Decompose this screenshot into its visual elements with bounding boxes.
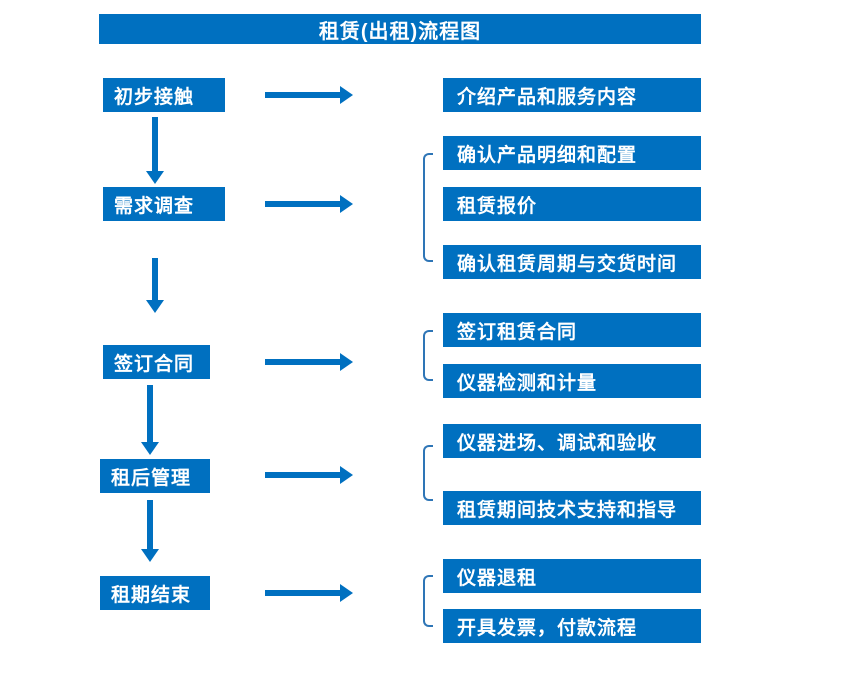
- arrow-shaft: [265, 590, 342, 596]
- detail-box-confirm-lease-period-delivery: 确认租赁周期与交货时间: [443, 245, 701, 279]
- step-box-post-rental-management: 租后管理: [100, 459, 210, 493]
- arrow-shaft: [152, 117, 158, 173]
- arrow-shaft: [147, 500, 153, 551]
- detail-box-rental-quote: 租赁报价: [443, 187, 701, 221]
- detail-box-instrument-entry-debug-acceptance: 仪器进场、调试和验收: [443, 424, 701, 458]
- arrow-head: [340, 353, 353, 371]
- detail-box-confirm-product-details: 确认产品明细和配置: [443, 136, 701, 170]
- arrow-shaft: [152, 258, 158, 302]
- arrow-down-icon-1: [146, 117, 164, 184]
- arrow-shaft: [265, 359, 342, 365]
- arrow-right-icon-5: [265, 584, 353, 602]
- arrow-right-icon-4: [265, 466, 353, 484]
- arrow-down-icon-4: [141, 500, 159, 562]
- group-bracket-demand-survey: [423, 153, 433, 262]
- detail-box-instrument-return: 仪器退租: [443, 559, 701, 593]
- arrow-right-icon-3: [265, 353, 353, 371]
- flowchart-title: 租赁(出租)流程图: [99, 14, 701, 44]
- group-bracket-sign-contract: [423, 330, 433, 381]
- arrow-head: [146, 300, 164, 313]
- arrow-shaft: [265, 472, 342, 478]
- step-box-lease-end: 租期结束: [100, 576, 210, 610]
- step-box-initial-contact: 初步接触: [103, 78, 225, 112]
- arrow-shaft: [147, 385, 153, 444]
- group-bracket-post-rental-management: [423, 445, 433, 501]
- arrow-shaft: [265, 92, 342, 98]
- arrow-down-icon-2: [146, 258, 164, 313]
- detail-box-introduce-products-services: 介绍产品和服务内容: [443, 78, 701, 112]
- detail-box-instrument-inspection-metering: 仪器检测和计量: [443, 364, 701, 398]
- detail-box-invoice-payment-process: 开具发票，付款流程: [443, 609, 701, 643]
- arrow-head: [141, 442, 159, 455]
- arrow-head: [340, 195, 353, 213]
- arrow-head: [340, 86, 353, 104]
- step-box-demand-survey: 需求调查: [103, 187, 225, 221]
- arrow-down-icon-3: [141, 385, 159, 455]
- arrow-head: [141, 549, 159, 562]
- step-box-sign-contract: 签订合同: [103, 345, 210, 379]
- arrow-right-icon-1: [265, 86, 353, 104]
- arrow-head: [340, 584, 353, 602]
- group-bracket-lease-end: [423, 575, 433, 627]
- arrow-right-icon-2: [265, 195, 353, 213]
- detail-box-sign-lease-contract: 签订租赁合同: [443, 313, 701, 347]
- detail-box-technical-support-guidance: 租赁期间技术支持和指导: [443, 491, 701, 525]
- arrow-head: [146, 171, 164, 184]
- arrow-head: [340, 466, 353, 484]
- arrow-shaft: [265, 201, 342, 207]
